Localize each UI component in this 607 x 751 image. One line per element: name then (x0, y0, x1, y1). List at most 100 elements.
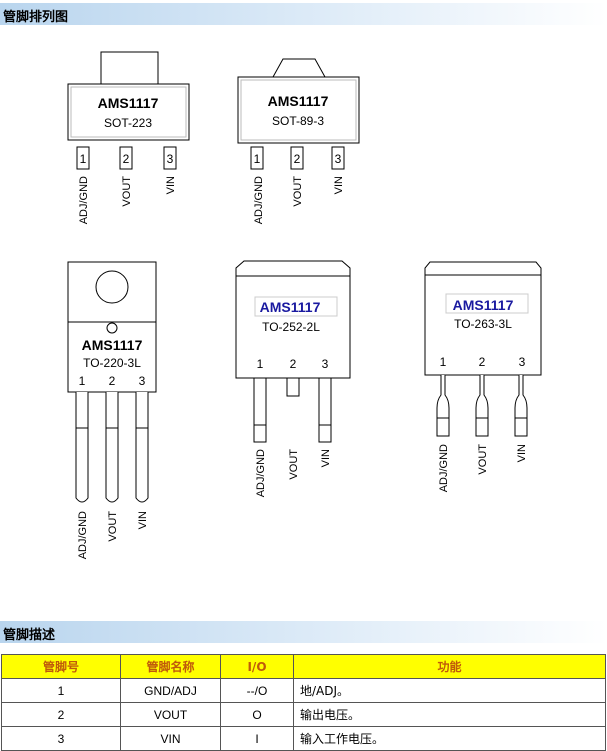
pin-1 (253, 377, 267, 443)
package-body (67, 83, 190, 141)
pin-label-vout: VOUT (121, 176, 133, 207)
pin-description-table: 管脚号 管脚名称 I/O 功能 1 GND/ADJ --/O 地/ADJ。 2 … (1, 654, 606, 751)
pin-name-cell: GND/ADJ (120, 678, 221, 703)
package-name: SOT-223 (104, 116, 152, 130)
pin-number: 1 (254, 152, 261, 166)
package-name: TO-252-2L (262, 320, 320, 334)
table-row: 1 GND/ADJ --/O 地/ADJ。 (1, 678, 606, 703)
section-title: 管脚排列图 (3, 10, 69, 25)
pin-number: 3 (167, 152, 174, 166)
part-number-box (254, 296, 338, 317)
pin-label-adj: ADJ/GND (438, 444, 450, 492)
package-inner-border (240, 79, 357, 141)
table-header-row: 管脚号 管脚名称 I/O 功能 (1, 654, 606, 679)
pin-name-cell: VIN (120, 726, 221, 751)
package-name: TO-263-3L (454, 317, 512, 331)
pin-number: 1 (79, 374, 86, 388)
function-cell: 输入工作电压。 (293, 726, 606, 751)
package-to-220-3l: AMS1117 TO-220-3L 1 2 3 ADJ/GND VOUT VIN (67, 261, 157, 559)
pin-2 (475, 375, 489, 437)
package-to-263-3l: AMS1117 TO-263-3L 1 2 3 ADJ/GND VOUT VIN (424, 261, 542, 492)
pin-label-adj: ADJ/GND (78, 176, 90, 224)
package-inner-border (70, 86, 187, 138)
pin-label-vout: VOUT (292, 176, 304, 207)
pin-2-stub (286, 377, 300, 397)
io-cell: I (220, 726, 294, 751)
pin-3 (318, 377, 332, 443)
pin-2 (105, 392, 119, 503)
pin-number: 2 (123, 152, 130, 166)
function-cell: 输出电压。 (293, 702, 606, 727)
pin-number: 2 (290, 357, 297, 371)
pin-label-vin: VIN (320, 449, 332, 467)
package-body (237, 76, 360, 144)
pin-number: 3 (519, 355, 526, 369)
pin1-marker (106, 322, 118, 334)
pin-1 (76, 146, 90, 170)
package-tab (235, 260, 351, 277)
pin-number: 3 (139, 374, 146, 388)
column-header: 管脚号 (1, 654, 121, 679)
pin-label-vin: VIN (165, 176, 177, 194)
pin-number-cell: 1 (1, 678, 121, 703)
section-header-pin-layout: 管脚排列图 (0, 3, 607, 25)
part-number: AMS1117 (98, 95, 159, 111)
part-number: AMS1117 (268, 93, 329, 109)
io-cell: O (220, 702, 294, 727)
pin-number: 1 (440, 355, 447, 369)
pin-number: 3 (335, 152, 342, 166)
pin-label-vout: VOUT (477, 444, 489, 475)
pin-number: 2 (479, 355, 486, 369)
part-number: AMS1117 (453, 297, 514, 313)
io-cell: --/O (220, 678, 294, 703)
pin-label-adj: ADJ/GND (77, 511, 89, 559)
pin-name-cell: VOUT (120, 702, 221, 727)
pin-label-vin: VIN (333, 176, 345, 194)
pin-1 (436, 375, 450, 437)
function-cell: 地/ADJ。 (293, 678, 606, 703)
package-tab (424, 261, 542, 276)
package-tab (272, 58, 326, 78)
pin-label-vin: VIN (516, 444, 528, 462)
pin-number-cell: 3 (1, 726, 121, 751)
mounting-hole (95, 270, 129, 304)
column-header: I/O (220, 654, 294, 679)
pin-3 (135, 392, 149, 503)
package-body (67, 321, 157, 393)
package-sot-223: AMS1117 SOT-223 1 2 3 ADJ/GND VOUT VIN (67, 51, 190, 224)
package-to-252-2l: AMS1117 TO-252-2L 1 2 3 ADJ/GND VOUT VIN (235, 260, 351, 497)
section-header-pin-description: 管脚描述 (0, 621, 607, 643)
table-row: 3 VIN I 输入工作电压。 (1, 726, 606, 751)
package-name: TO-220-3L (83, 356, 141, 370)
pin-number: 1 (257, 357, 264, 371)
pin-label-vout: VOUT (288, 449, 300, 480)
pin-3 (163, 146, 177, 170)
pin-number: 3 (322, 357, 329, 371)
pin-2 (119, 146, 133, 170)
pin-number-cell: 2 (1, 702, 121, 727)
pin-3 (331, 146, 345, 170)
pin-1 (75, 392, 89, 503)
table-row: 2 VOUT O 输出电压。 (1, 702, 606, 727)
pin-2 (290, 146, 304, 170)
pin-3 (514, 375, 528, 437)
package-body (424, 274, 542, 376)
pin-number: 1 (80, 152, 87, 166)
package-sot-89-3: AMS1117 SOT-89-3 1 2 3 ADJ/GND VOUT VIN (237, 58, 360, 224)
part-number: AMS1117 (260, 299, 321, 315)
pin-label-adj: ADJ/GND (253, 176, 265, 224)
pin-label-adj: ADJ/GND (255, 449, 267, 497)
pin-label-vin: VIN (137, 511, 149, 529)
section-title: 管脚描述 (3, 628, 56, 643)
part-number: AMS1117 (82, 337, 143, 353)
pin-label-vout: VOUT (107, 511, 119, 542)
column-header: 功能 (293, 654, 606, 679)
pin-diagram: AMS1117 SOT-223 1 2 3 ADJ/GND VOUT VIN A… (67, 51, 542, 559)
pin-number: 2 (109, 374, 116, 388)
pin-1 (250, 146, 264, 170)
package-tab (100, 51, 159, 86)
package-name: SOT-89-3 (272, 114, 324, 128)
pin-number: 2 (294, 152, 301, 166)
column-header: 管脚名称 (120, 654, 221, 679)
part-number-box (445, 293, 529, 314)
